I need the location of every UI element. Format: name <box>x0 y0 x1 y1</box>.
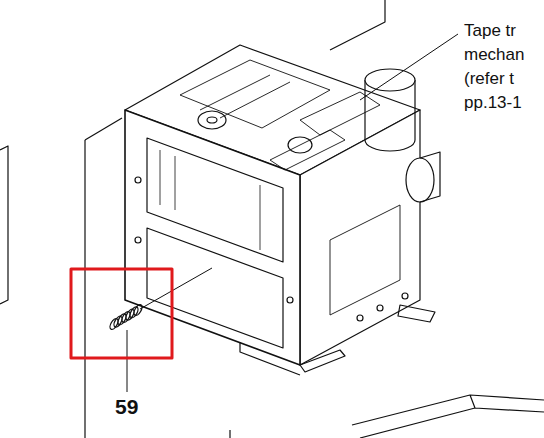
capstan-motor <box>406 158 434 202</box>
leader-line <box>127 330 128 392</box>
adjacent-part <box>0 146 8 304</box>
head-block <box>270 130 345 170</box>
screw-hole <box>377 305 383 311</box>
screw-hole <box>402 293 408 299</box>
group-bracket-line <box>330 0 385 50</box>
chassis-side <box>300 110 420 365</box>
frame-detail <box>160 150 260 250</box>
chassis-front-frame <box>125 110 300 365</box>
capstan-motor <box>420 152 440 202</box>
reel-gear <box>198 111 226 129</box>
spring-coil <box>132 303 143 316</box>
group-bracket-line <box>85 118 122 140</box>
mechanism-detail <box>200 75 380 135</box>
base-flange <box>240 342 300 375</box>
callout-text: (refer t <box>464 70 514 89</box>
base-flange <box>300 350 345 372</box>
reel-hub <box>207 117 217 123</box>
callout-text: pp.13-1 <box>464 94 522 113</box>
leader-line <box>360 34 458 100</box>
callout-number: 59 <box>115 395 138 418</box>
spring-symbol <box>108 303 143 330</box>
screw-hole <box>287 297 293 303</box>
callout-text: mechan <box>464 46 524 65</box>
screw-hole <box>135 177 141 183</box>
callout-text: Tape tr <box>464 22 516 41</box>
motor-bottom <box>365 140 415 151</box>
leader-line <box>140 268 212 309</box>
base-flange <box>398 305 435 322</box>
group-bracket-line <box>84 140 85 438</box>
screw-hole <box>135 237 141 243</box>
frame-window <box>147 138 283 262</box>
adjacent-part <box>352 395 544 438</box>
frame-window <box>147 228 283 348</box>
group-bracket-line <box>229 430 230 438</box>
mechanism-plate <box>180 60 330 128</box>
side-bracket <box>330 205 400 315</box>
highlight-box <box>71 269 172 358</box>
screw-hole <box>357 315 363 321</box>
